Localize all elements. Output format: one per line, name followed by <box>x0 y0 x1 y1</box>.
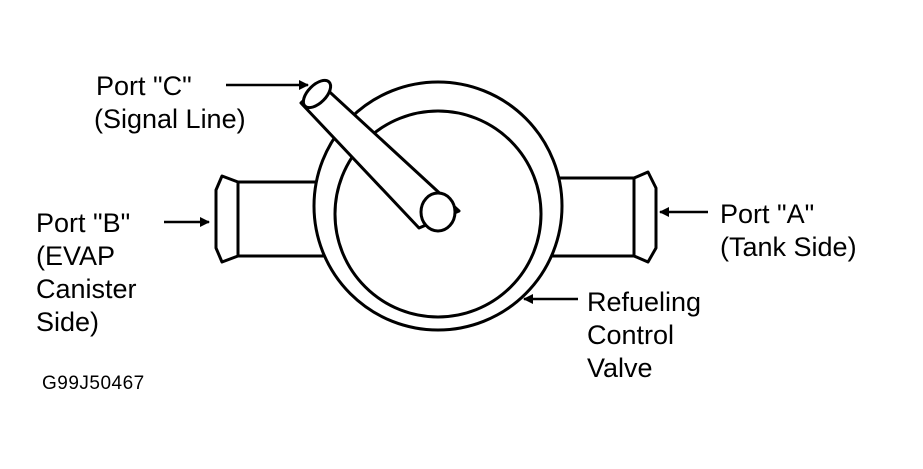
valve-label: Refueling Control Valve <box>587 286 701 385</box>
port-b-label-line4: Side) <box>36 307 100 337</box>
valve-label-line2: Control <box>587 320 675 350</box>
port-b-tube <box>214 174 326 264</box>
port-b-label-line3: Canister <box>36 274 137 304</box>
port-a-label: Port "A" (Tank Side) <box>720 198 857 264</box>
port-c-label-line2: (Signal Line) <box>94 104 246 134</box>
valve-label-line3: Valve <box>587 353 653 383</box>
port-b-label-line1: Port "B" <box>36 208 131 238</box>
leader-arrows <box>164 80 708 304</box>
port-c-label: Port "C" (Signal Line) <box>94 70 246 136</box>
port-c-label-line1: Port "C" <box>96 71 192 101</box>
port-a-label-line2: (Tank Side) <box>720 232 857 262</box>
figure-code: G99J50467 <box>42 373 145 394</box>
valve-label-line1: Refueling <box>587 287 702 317</box>
port-a-tube <box>548 170 658 264</box>
port-b-label-line2: (EVAP <box>36 241 116 271</box>
port-b-label: Port "B" (EVAP Canister Side) <box>36 207 137 339</box>
port-a-label-line1: Port "A" <box>720 199 815 229</box>
port-c-pipe <box>299 78 461 233</box>
